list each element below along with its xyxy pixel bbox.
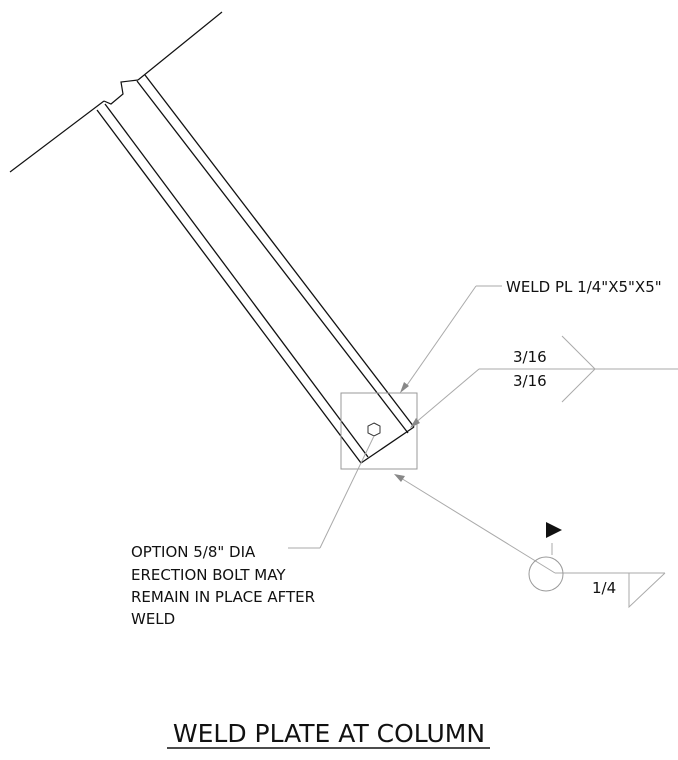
drawing-title: WELD PLATE AT COLUMN [173,719,485,748]
erection-bolt-note-line: REMAIN IN PLACE AFTER [131,588,315,606]
field-weld-symbol [395,474,666,609]
erection-bolt-leader [288,435,375,549]
flag-icon [546,522,562,538]
weld-plate-leader [404,285,502,389]
column-face-line [9,11,223,173]
hexagon-icon [367,422,381,437]
field-weld-leader-arrow [394,474,405,482]
circle-icon [528,556,564,592]
diagonal-member [96,74,415,464]
weld-top-size-label: 3/16 [513,348,547,366]
weld-symbol-3-16 [413,335,678,425]
weld-symbol-3-16-arrow [410,418,420,428]
field-weld-size-label: 1/4 [592,579,616,597]
weld-plate [340,392,418,470]
erection-bolt-note-line: ERECTION BOLT MAY [131,566,286,584]
erection-bolt-note: OPTION 5/8" DIA ERECTION BOLT MAY REMAIN… [131,543,315,628]
erection-bolt-note-line: OPTION 5/8" DIA [131,543,256,561]
weld-bottom-size-label: 3/16 [513,372,547,390]
weld-plate-leader-arrow [400,382,409,393]
erection-bolt-note-line: WELD [131,610,175,628]
weld-plate-label: WELD PL 1/4"X5"X5" [506,278,662,296]
